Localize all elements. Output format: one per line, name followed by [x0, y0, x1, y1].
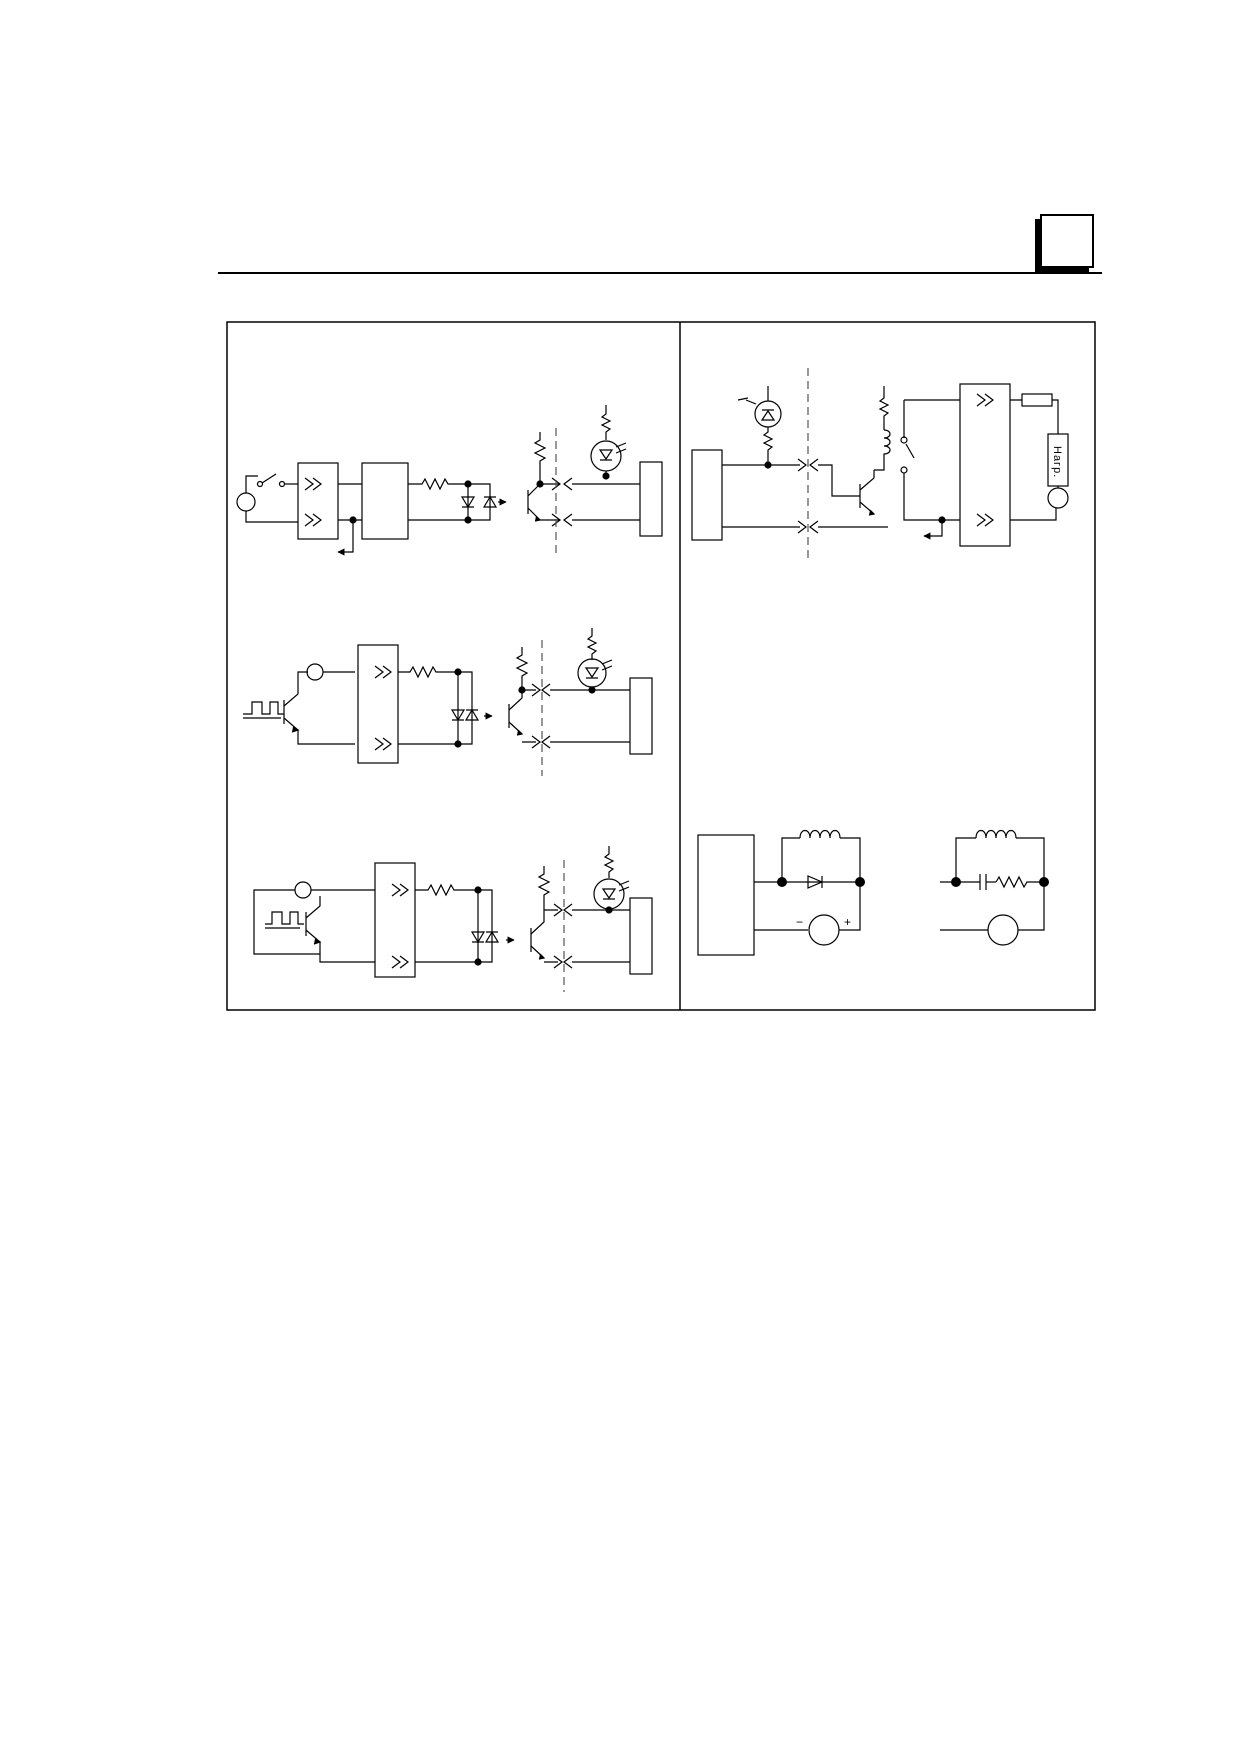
- module-block: [629, 897, 653, 975]
- inductor-icon: [975, 829, 1017, 839]
- resistor-icon: [995, 875, 1044, 889]
- connector-block: [357, 644, 399, 764]
- circuit-contact-input: [236, 405, 663, 556]
- led-indicator-icon: [577, 658, 607, 688]
- source-icon: [987, 914, 1019, 946]
- led-indicator-icon: [754, 400, 782, 428]
- relay-coil-icon: [874, 429, 891, 471]
- connector-block: [374, 862, 416, 978]
- module-block: [629, 677, 653, 755]
- led-indicator-icon: [593, 878, 625, 910]
- lamp-icon: [294, 881, 312, 899]
- circuit-open-collector-input: [253, 846, 653, 978]
- pulse-signal-icon: [243, 701, 284, 715]
- plus-label: +: [844, 915, 851, 929]
- connector-block: [959, 383, 1011, 547]
- circuit-snubber-diode: [697, 829, 861, 956]
- lamp-icon: [306, 663, 324, 681]
- ac-source-icon: [236, 492, 256, 512]
- connector-block: [297, 462, 339, 540]
- load-label: Нагр.: [1051, 446, 1063, 478]
- pulse-signal-icon: [265, 911, 304, 925]
- filter-block: [361, 462, 409, 540]
- relay-contact-icon: [905, 443, 915, 459]
- module-block: [691, 449, 723, 541]
- diode-icon: [807, 875, 824, 889]
- fuse-icon: [1021, 393, 1053, 407]
- led-indicator-icon: [590, 440, 622, 472]
- module-block: [697, 834, 755, 956]
- inductor-icon: [799, 829, 841, 839]
- capacitor-icon: [979, 874, 987, 890]
- header-rule: [218, 272, 1102, 274]
- circuit-snubber-rc: [940, 829, 1045, 946]
- circuit-npn-input: [243, 628, 653, 764]
- circuit-transistor-relay-output: [691, 383, 1069, 547]
- module-block: [639, 461, 663, 537]
- minus-label: −: [796, 915, 803, 929]
- ac-source-icon: [1047, 487, 1069, 509]
- source-icon: [808, 914, 840, 946]
- figure-frame: [226, 321, 1096, 1011]
- switch-icon: [261, 473, 277, 484]
- chapter-marker-box: [1040, 214, 1094, 268]
